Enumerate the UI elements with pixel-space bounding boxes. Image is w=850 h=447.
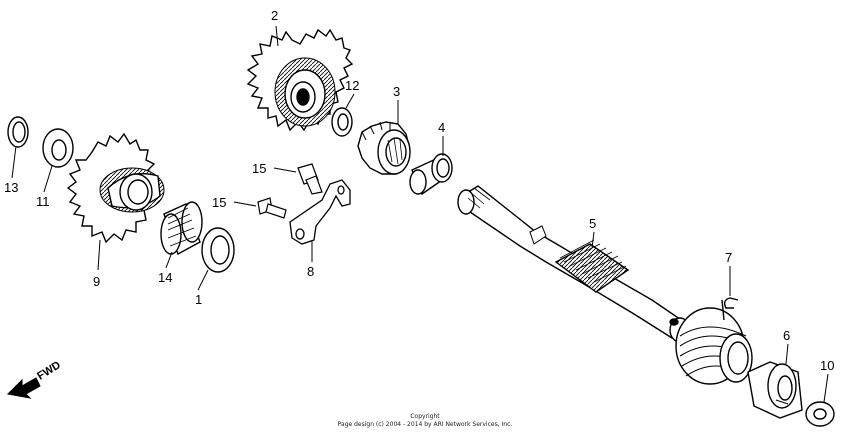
- fwd-arrow-icon: [6, 377, 41, 399]
- callout-1: 1: [195, 292, 202, 307]
- part-9-gear[interactable]: [66, 132, 165, 244]
- callout-5: 5: [589, 216, 596, 231]
- callout-15-upper: 15: [252, 161, 266, 176]
- callout-3: 3: [393, 84, 400, 99]
- callout-6: 6: [783, 328, 790, 343]
- part-3-gear[interactable]: [357, 121, 411, 175]
- callout-9: 9: [93, 274, 100, 289]
- part-8-plate[interactable]: [289, 179, 351, 245]
- copyright-line-2: Page design (c) 2004 - 2014 by ARI Netwo…: [338, 421, 513, 428]
- part-15-bolt-lower[interactable]: [257, 197, 287, 219]
- part-7-pin[interactable]: [723, 297, 739, 309]
- part-6-spring[interactable]: [675, 299, 753, 385]
- callout-15-lower: 15: [212, 195, 226, 210]
- copyright-line-1: Copyright: [410, 413, 440, 420]
- part-12-washer[interactable]: [331, 107, 353, 137]
- callout-10: 10: [820, 358, 834, 373]
- callout-8: 8: [307, 264, 314, 279]
- callout-11: 11: [36, 194, 50, 209]
- part-10-washer[interactable]: [805, 401, 835, 427]
- part-11-washer[interactable]: [42, 128, 74, 168]
- fwd-arrow: FWD: [6, 359, 63, 399]
- callout-7: 7: [725, 250, 732, 265]
- fwd-label: FWD: [35, 359, 63, 382]
- callout-12: 12: [345, 78, 359, 93]
- callout-4: 4: [438, 120, 445, 135]
- part-5-spindle[interactable]: [457, 185, 692, 343]
- callout-13: 13: [4, 180, 18, 195]
- callout-2: 2: [271, 8, 278, 23]
- part-14-bearing[interactable]: [160, 201, 203, 256]
- part-4-bushing[interactable]: [409, 153, 453, 196]
- part-6-collar[interactable]: [747, 361, 803, 419]
- part-2-gear[interactable]: [246, 28, 354, 132]
- callout-labels: 1 2 3 4 5 6 7 8 9 10 11 12 13 14 15 15: [4, 8, 834, 373]
- part-15-bolt-upper[interactable]: [297, 163, 323, 195]
- leader-lines: [11, 25, 829, 403]
- part-13-ring[interactable]: [7, 116, 29, 148]
- callout-14: 14: [158, 270, 172, 285]
- part-1-washer[interactable]: [201, 227, 235, 273]
